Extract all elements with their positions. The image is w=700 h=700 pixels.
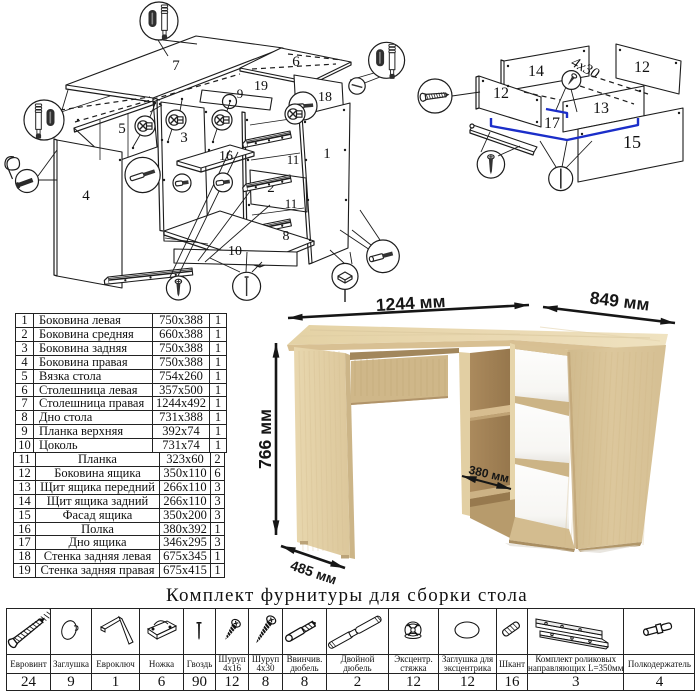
svg-text:1: 1 [323,146,331,162]
svg-text:2: 2 [267,180,275,196]
svg-text:9: 9 [237,86,244,101]
svg-text:766 мм: 766 мм [255,409,275,469]
svg-text:19: 19 [254,79,268,94]
svg-text:6: 6 [292,54,300,70]
svg-text:11: 11 [287,152,300,167]
svg-text:3: 3 [180,130,188,146]
svg-text:10: 10 [228,244,242,259]
svg-text:18: 18 [318,90,332,105]
svg-text:13: 13 [593,100,609,117]
svg-text:485 мм: 485 мм [288,557,339,588]
svg-text:17: 17 [544,115,560,132]
svg-text:16: 16 [219,149,233,164]
svg-text:7: 7 [172,58,180,74]
svg-text:14: 14 [528,63,544,80]
svg-text:849 мм: 849 мм [589,287,651,314]
svg-text:12: 12 [634,59,650,76]
svg-text:15: 15 [623,132,641,152]
svg-text:5: 5 [118,121,126,137]
svg-text:8: 8 [283,229,290,244]
svg-text:12: 12 [493,85,509,102]
svg-text:1244 мм: 1244 мм [375,291,446,315]
svg-text:4: 4 [82,188,90,204]
svg-text:11: 11 [285,196,298,211]
